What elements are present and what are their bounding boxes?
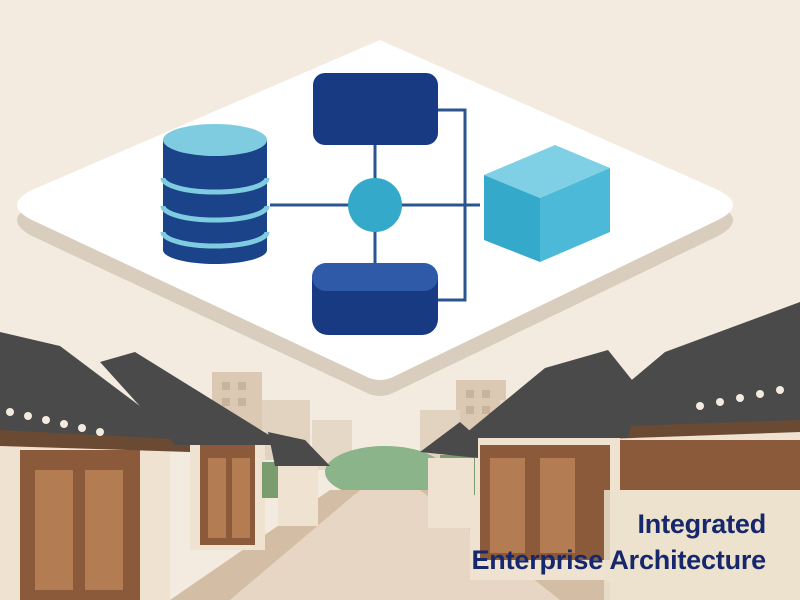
distant-hill — [325, 446, 445, 498]
roof-tile-accents — [6, 386, 784, 436]
title-line-2: Enterprise Architecture — [471, 545, 767, 575]
banner-title: Integrated Enterprise Architecture — [472, 506, 767, 578]
title-line-1: Integrated — [637, 509, 766, 539]
left-hanok-houses — [0, 332, 330, 600]
service-block-bottom — [312, 263, 438, 335]
cube-icon — [484, 145, 610, 262]
central-hub — [348, 178, 402, 232]
title-caption-panel — [604, 490, 800, 600]
database-icon — [160, 124, 270, 264]
service-block-top — [313, 73, 438, 145]
building-windows — [222, 382, 490, 414]
